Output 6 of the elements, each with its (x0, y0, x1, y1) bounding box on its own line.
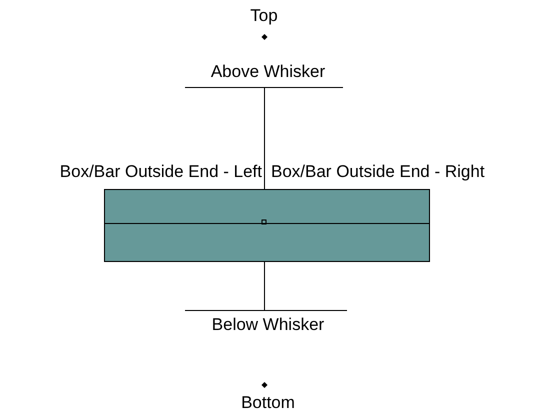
label-text: Below Whisker (212, 315, 324, 335)
label-text: Bottom (241, 393, 295, 413)
label-text: Top (250, 6, 278, 26)
label-text: Box/Bar Outside End - Left (60, 162, 262, 182)
label-text: Box/Bar Outside End - Right (271, 162, 485, 182)
label-text: Above Whisker (210, 62, 326, 82)
